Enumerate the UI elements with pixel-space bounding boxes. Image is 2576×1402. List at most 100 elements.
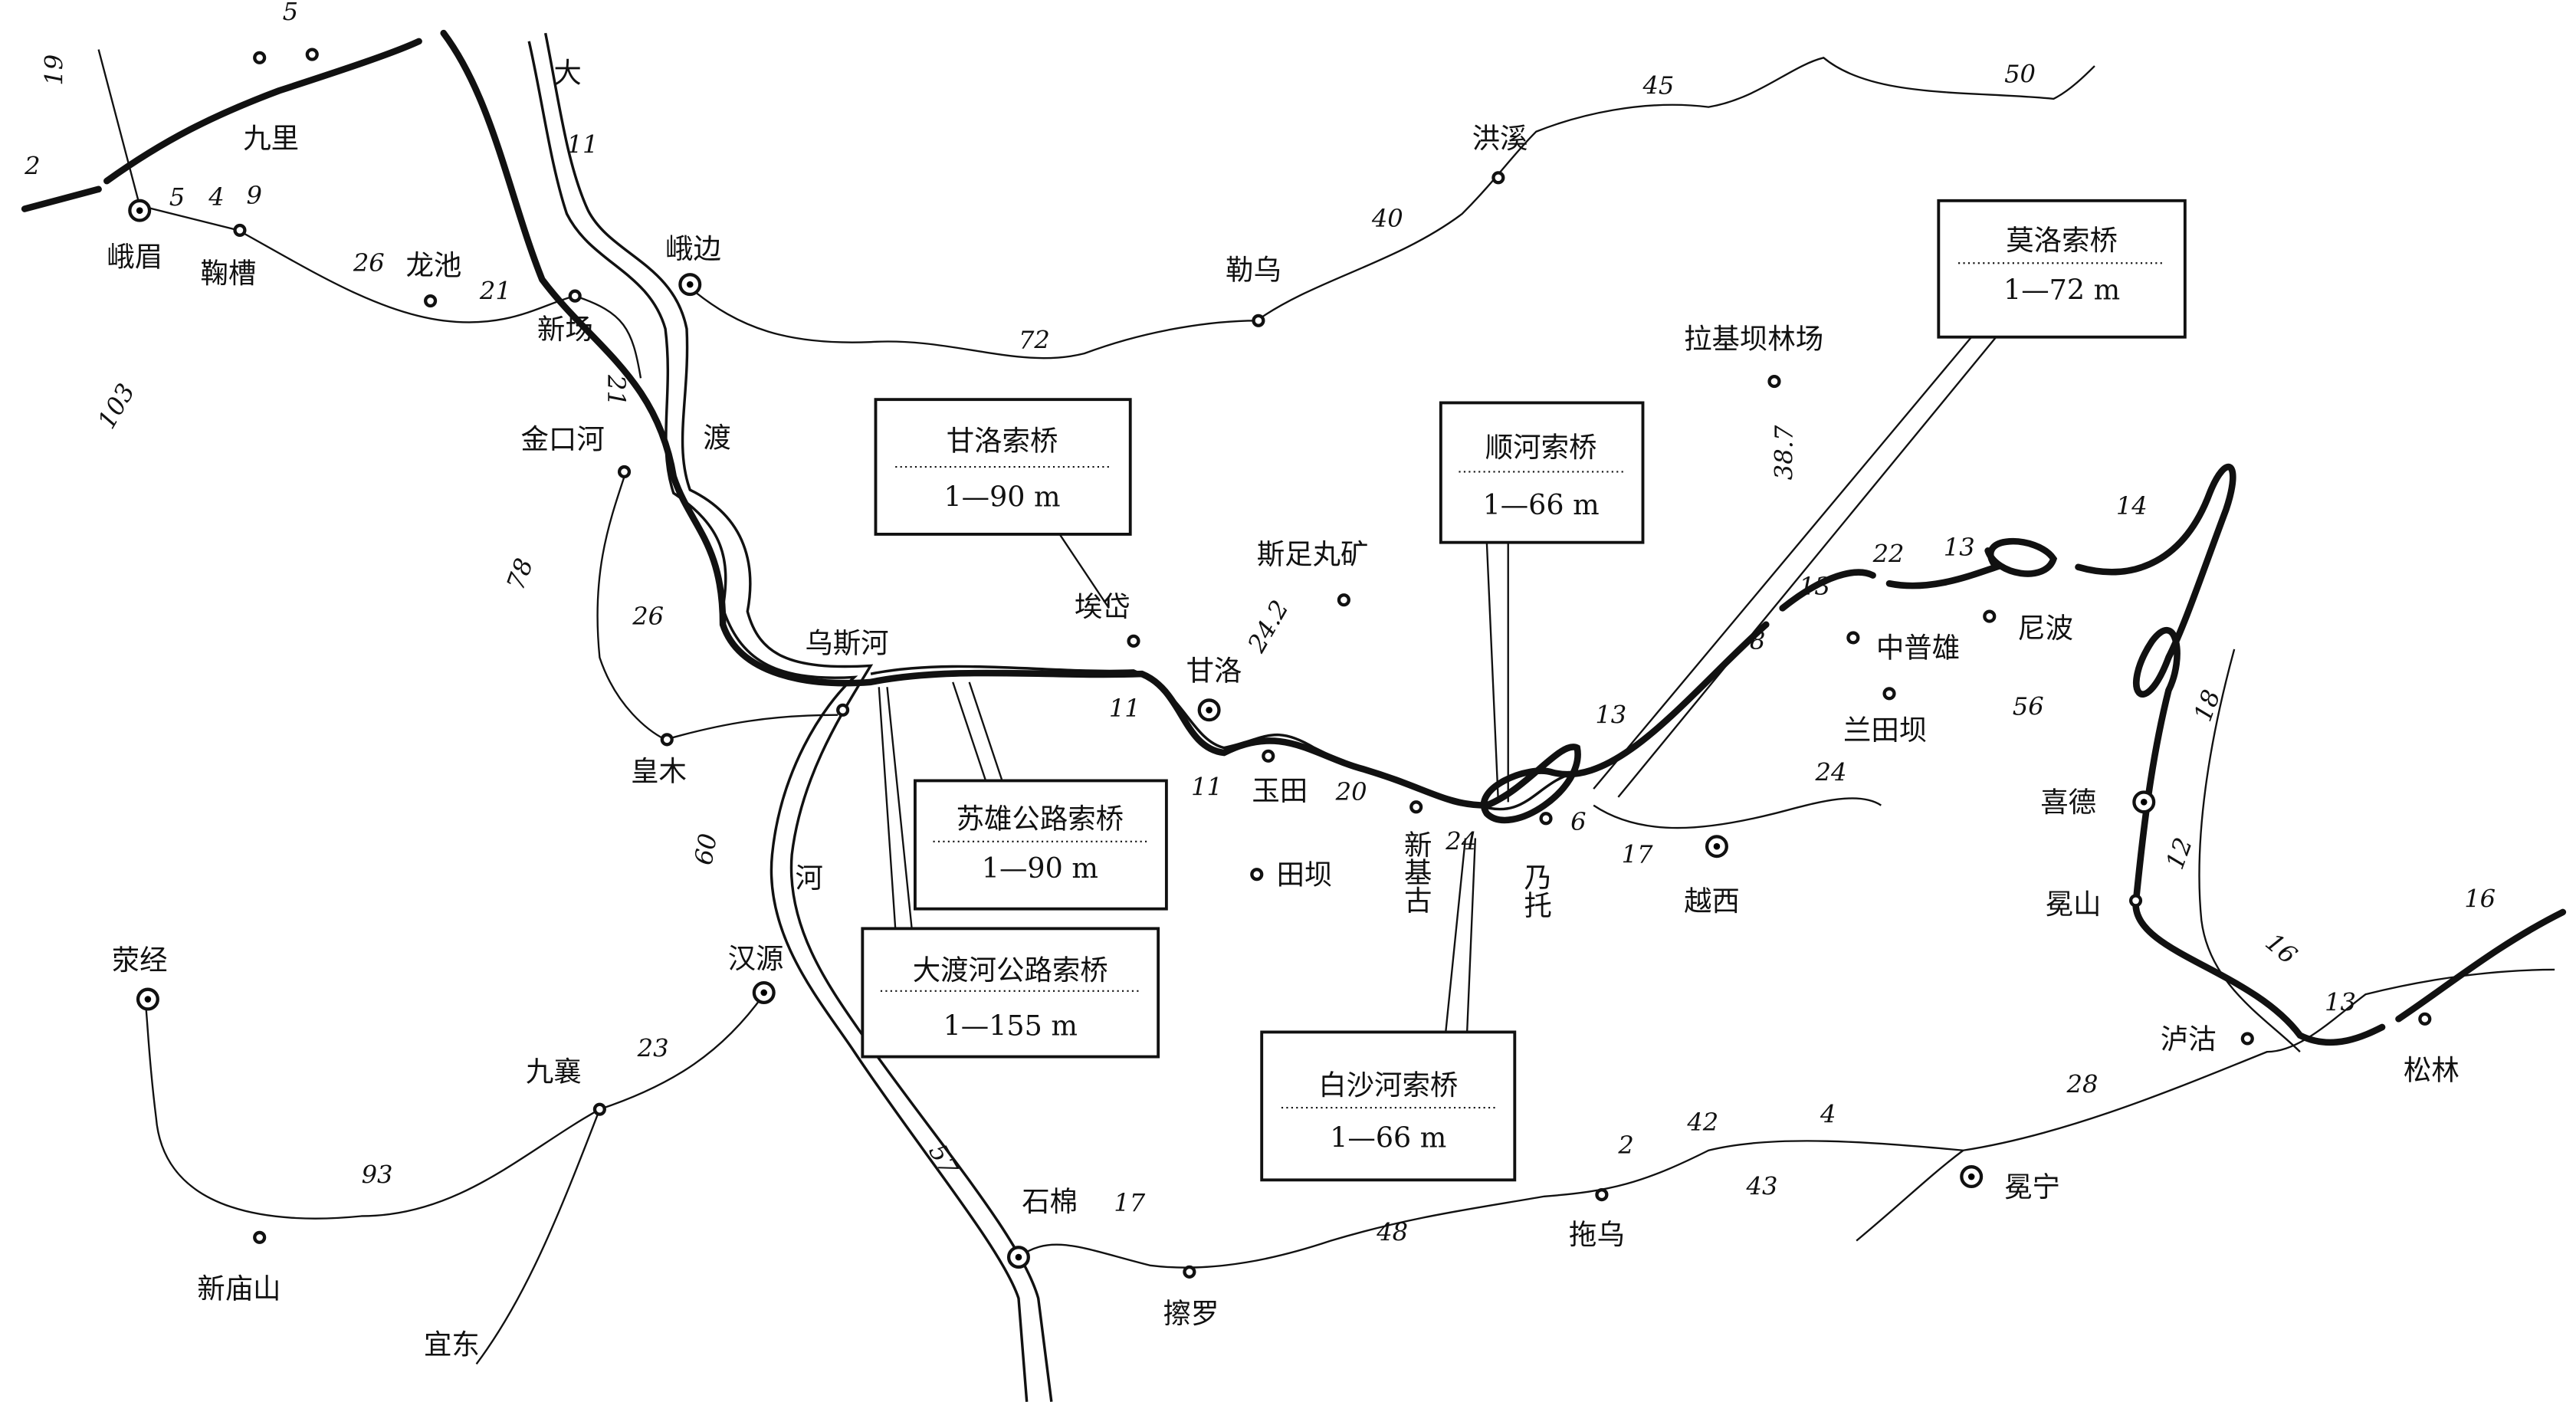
place-label: 鞠槽 <box>201 257 257 290</box>
distance-label: 78 <box>500 554 539 593</box>
distance-label: 21 <box>479 276 511 305</box>
town-marker <box>253 51 267 64</box>
distance-label: 8 <box>1750 626 1765 655</box>
county-marker-center <box>136 207 143 214</box>
town-marker <box>617 465 632 479</box>
town-marker <box>2240 1032 2254 1046</box>
town-marker <box>253 1230 267 1244</box>
place-label: 洪溪 <box>1472 122 1528 155</box>
place-label: 新场 <box>537 313 593 346</box>
place-label: 喜德 <box>2040 786 2096 819</box>
place-label: 金口河 <box>520 422 604 455</box>
distance-label: 17 <box>1622 840 1653 869</box>
place-label: 乌斯河 <box>805 626 888 659</box>
town-marker <box>1539 812 1553 826</box>
roads <box>97 49 2555 1365</box>
bridge-callout-suxiong: 苏雄公路索桥 1—90 m <box>913 779 1168 911</box>
county-marker-center <box>686 281 694 288</box>
bridge-spec: 1—155 m <box>943 1010 1078 1042</box>
distance-label: 6 <box>1570 807 1586 836</box>
distance-label: 20 <box>1335 777 1367 806</box>
distance-label: 13 <box>1944 533 1975 562</box>
county-marker-center <box>2140 799 2148 806</box>
distance-label: 24 <box>1445 826 1477 855</box>
bridge-callout-daduhe: 大渡河公路索桥 1—155 m <box>861 927 1160 1059</box>
distance-label: 13 <box>2325 988 2356 1017</box>
town-marker <box>1882 687 1896 701</box>
distance-label: 23 <box>637 1034 669 1063</box>
place-label: 峨边 <box>665 232 721 265</box>
callout-box <box>1937 199 2187 339</box>
distance-label: 24 <box>1815 757 1847 786</box>
distance-label: 43 <box>1746 1172 1778 1201</box>
bridge-spec: 1—72 m <box>2003 273 2120 306</box>
town-marker <box>660 733 674 747</box>
place-label: 九里 <box>243 122 299 155</box>
road <box>143 993 765 1365</box>
county-marker-center <box>1967 1173 1975 1180</box>
town-marker <box>305 48 319 61</box>
distance-label: 22 <box>1872 539 1905 568</box>
distance-label: 16 <box>2260 928 2303 970</box>
place-label: 擦罗 <box>1163 1297 1219 1330</box>
place-markers <box>128 48 2432 1279</box>
bridge-callout-baishahe: 白沙河索桥 1—66 m <box>1260 1030 1517 1182</box>
distance-labels: 19 2 5 4 9 5 26 21 21 11 103 78 26 60 57… <box>24 0 2496 1247</box>
bridge-spec: 1—66 m <box>1483 488 1600 521</box>
bridge-name: 苏雄公路索桥 <box>957 803 1124 836</box>
place-label: 拉基坝林场 <box>1684 323 1823 356</box>
bridge-callouts: 甘洛索桥 1—90 m 顺河索桥 1—66 m 莫洛索桥 1—72 m 苏雄公路… <box>861 199 2187 1182</box>
place-label: 尼波 <box>2017 612 2073 645</box>
distance-label: 38.7 <box>1770 425 1799 480</box>
place-label: 埃岱 <box>1075 590 1130 623</box>
road <box>2198 648 2301 1052</box>
distance-label: 11 <box>567 130 599 159</box>
river-label: 大 <box>553 56 581 89</box>
distance-label: 14 <box>2116 491 2148 520</box>
bridge-spec: 1—90 m <box>944 480 1061 513</box>
place-label: 峨眉 <box>107 241 162 274</box>
distance-label: 28 <box>2066 1070 2099 1099</box>
place-label: 拖乌 <box>1569 1218 1625 1251</box>
bridge-leaders <box>878 336 1997 1033</box>
place-label: 越西 <box>1684 885 1740 918</box>
road <box>596 476 838 741</box>
place-label: 松林 <box>2404 1054 2460 1087</box>
leader-line <box>878 336 1997 1033</box>
place-label: 冕山 <box>2046 888 2102 921</box>
town-marker <box>233 223 247 237</box>
bridge-name: 甘洛索桥 <box>947 425 1058 458</box>
bridge-callout-ganluo: 甘洛索桥 1—90 m <box>874 398 1132 536</box>
dadu-river-bank-left <box>527 41 1029 1402</box>
railway-line <box>21 29 1491 809</box>
distance-label: 9 <box>247 181 262 210</box>
bridge-callout-shunhe: 顺河索桥 1—66 m <box>1439 401 1645 544</box>
place-label: 中普雄 <box>1876 632 1960 665</box>
place-label: 新基古 <box>1400 830 1432 914</box>
place-label: 泸沽 <box>2161 1023 2217 1056</box>
distance-label: 50 <box>2004 59 2036 88</box>
distance-label: 103 <box>92 379 141 434</box>
town-marker <box>1183 1265 1196 1279</box>
callout-box <box>1260 1030 1517 1182</box>
distance-label: 93 <box>362 1161 393 1190</box>
place-label: 新庙山 <box>197 1272 281 1305</box>
road <box>1018 968 2555 1269</box>
county-marker-center <box>1206 707 1213 714</box>
place-label: 玉田 <box>1252 774 1308 807</box>
town-marker <box>592 1102 606 1116</box>
callout-box <box>861 927 1160 1059</box>
distance-label: 13 <box>1799 572 1830 601</box>
distance-label: 57 <box>923 1139 964 1181</box>
distance-label: 12 <box>2160 834 2198 873</box>
bridge-spec: 1—66 m <box>1330 1121 1446 1154</box>
distance-label: 19 <box>39 54 68 86</box>
town-marker <box>836 703 850 717</box>
callout-box <box>913 779 1168 911</box>
town-marker <box>1250 868 1264 882</box>
bridge-name: 顺河索桥 <box>1485 431 1597 464</box>
road <box>97 49 642 379</box>
county-marker-center <box>144 996 152 1003</box>
distance-label: 11 <box>1191 773 1222 802</box>
dadu-river-bank-right <box>543 32 1053 1402</box>
